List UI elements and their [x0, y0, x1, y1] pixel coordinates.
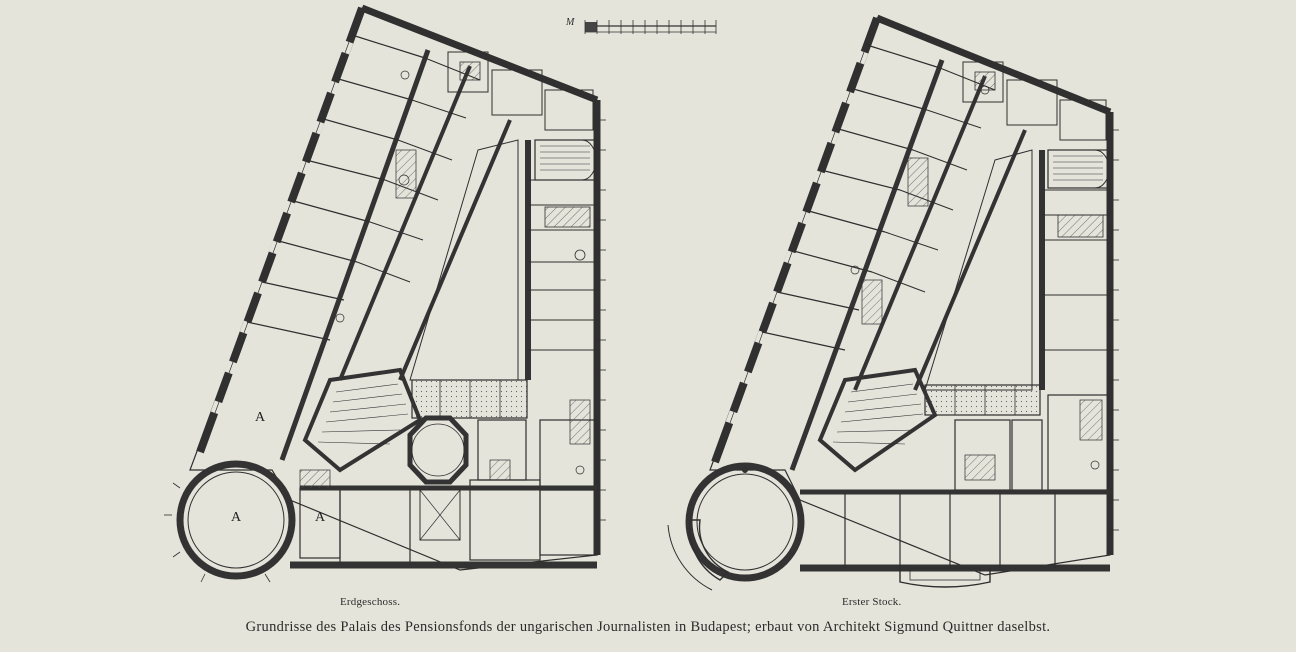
ground-floor-label: Erdgeschoss.: [340, 596, 401, 608]
first-floor-plan: [667, 14, 1119, 591]
first-floor-label: Erster Stock.: [842, 596, 902, 608]
scale-bar: [584, 20, 717, 34]
scale-unit-label: M: [566, 17, 575, 28]
ground-floor-plan: [164, 4, 606, 583]
room-label-a-hall: A: [315, 510, 326, 525]
room-label-a-tower: A: [231, 510, 242, 525]
room-label-a-wing: A: [255, 410, 266, 425]
figure-caption: Grundrisse des Palais des Pensionsfonds …: [245, 619, 1051, 635]
